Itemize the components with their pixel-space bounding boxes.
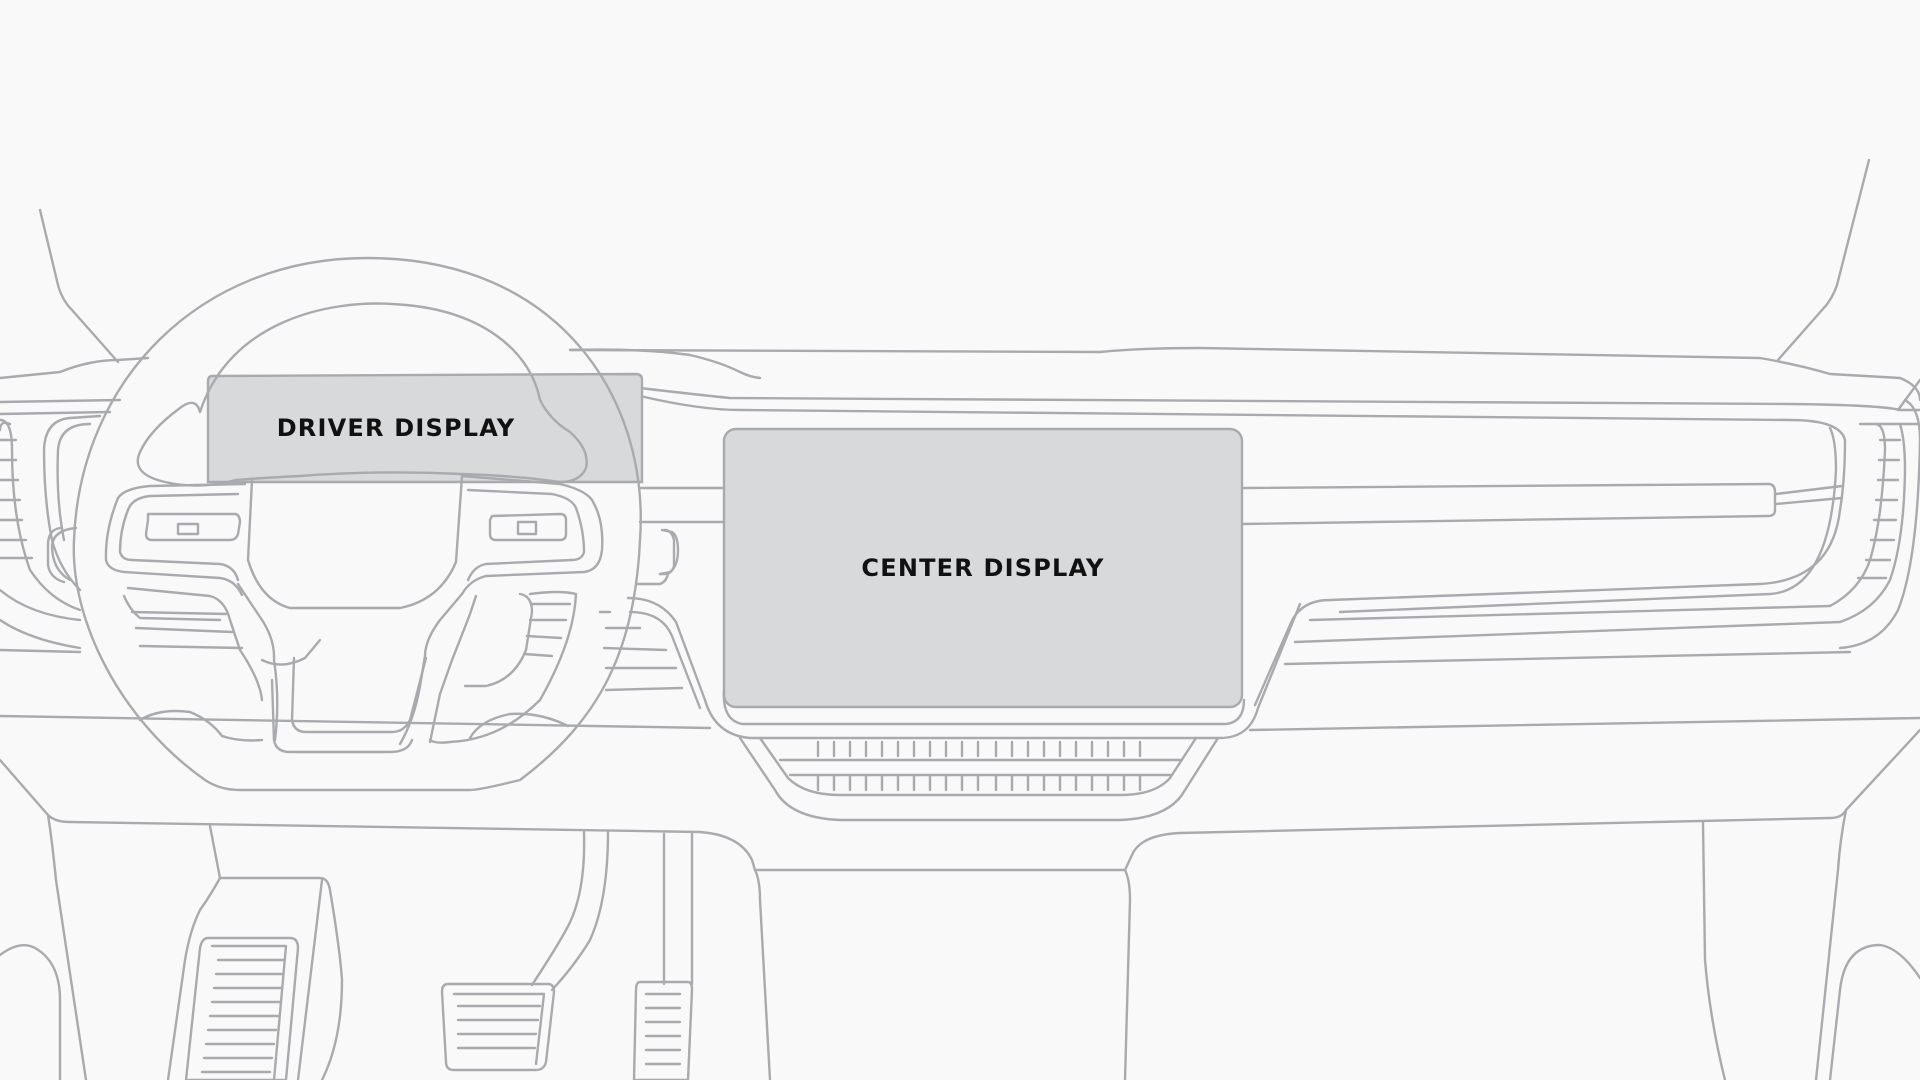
left-stalk <box>50 526 78 582</box>
right-vent <box>1828 378 1920 650</box>
right-dash-trim <box>1240 426 1920 732</box>
lower-dash <box>0 728 1920 1080</box>
right-a-pillar <box>1776 158 1871 362</box>
center-display-screen <box>722 427 1246 726</box>
footrest <box>166 824 344 1080</box>
steering-wheel <box>72 256 642 792</box>
brake-pedal <box>440 830 610 1072</box>
accelerator-pedal <box>632 832 694 1080</box>
left-pedal <box>184 936 300 1080</box>
right-stalk <box>636 528 680 586</box>
center-console <box>0 486 1302 822</box>
driver-display-label: DRIVER DISPLAY <box>276 414 516 442</box>
left-a-pillar <box>38 208 120 364</box>
dash-top <box>0 346 1920 442</box>
driver-display-screen <box>206 372 644 484</box>
center-display-label: CENTER DISPLAY <box>861 554 1105 582</box>
left-vent <box>0 414 102 654</box>
